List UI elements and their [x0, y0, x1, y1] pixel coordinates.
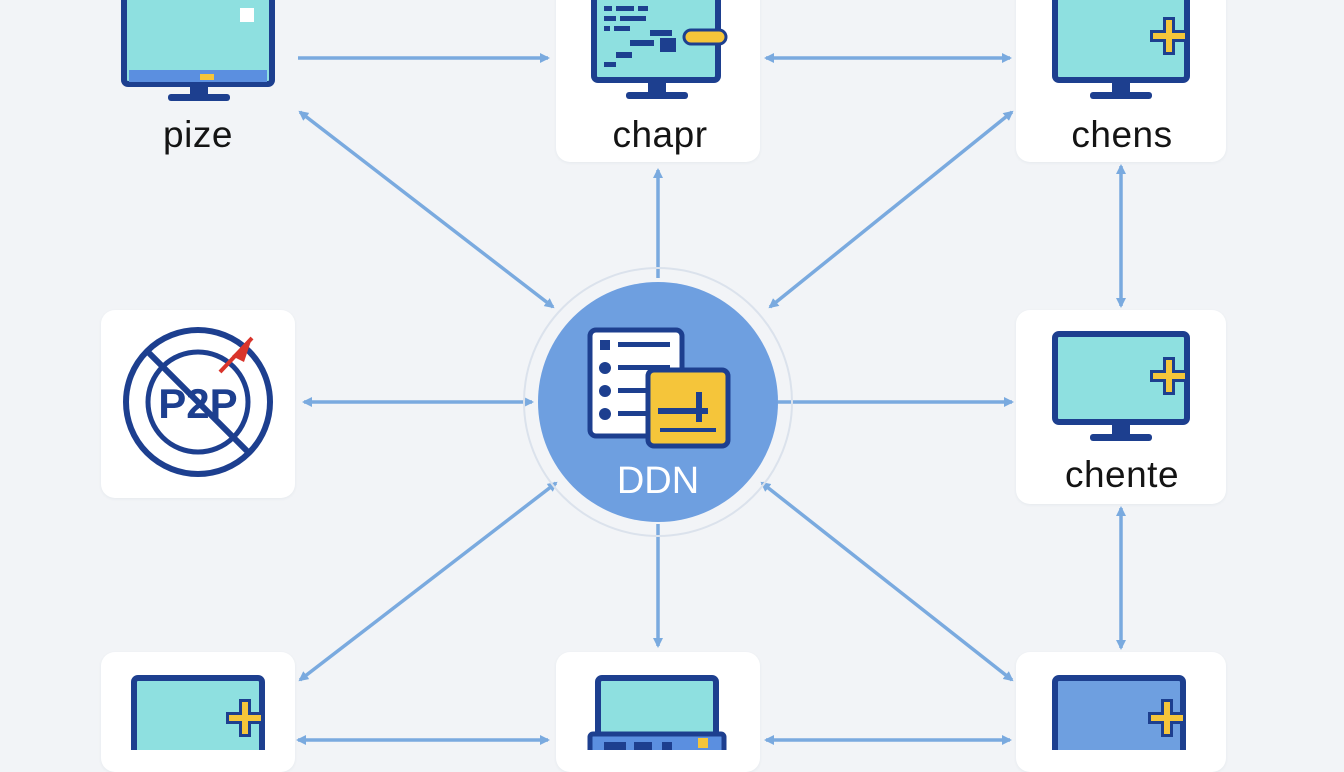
arrow-pize-hub: [298, 110, 555, 309]
monitor-icon: [121, 0, 275, 101]
diagram-graphics: P2P: [121, 0, 1190, 750]
p2p-no-icon: P2P: [123, 327, 273, 477]
document-list-icon: [587, 327, 731, 449]
node-label-chapr: chapr: [612, 114, 708, 155]
monitor-icon: [587, 675, 727, 750]
p2p-badge-text: P2P: [158, 380, 237, 427]
monitor-plus-icon: [1052, 675, 1186, 750]
monitor-plus-icon: [1052, 331, 1190, 441]
node-label-chens: chens: [1071, 114, 1173, 155]
hub-node: [523, 267, 793, 537]
node-label-chente: chente: [1064, 454, 1180, 495]
monitor-plus-icon: [1052, 0, 1190, 99]
node-label-pize: pize: [163, 114, 233, 155]
hub-label: DDN: [616, 460, 700, 502]
arrow-hub-chens: [768, 110, 1014, 309]
monitor-plus-icon: [131, 675, 265, 750]
arrow-hub-bottom-left: [298, 481, 558, 682]
code-monitor-icon: [591, 0, 728, 99]
arrow-hub-bottom-right: [760, 481, 1014, 682]
network-diagram: P2P pize chapr: [101, 0, 1226, 772]
